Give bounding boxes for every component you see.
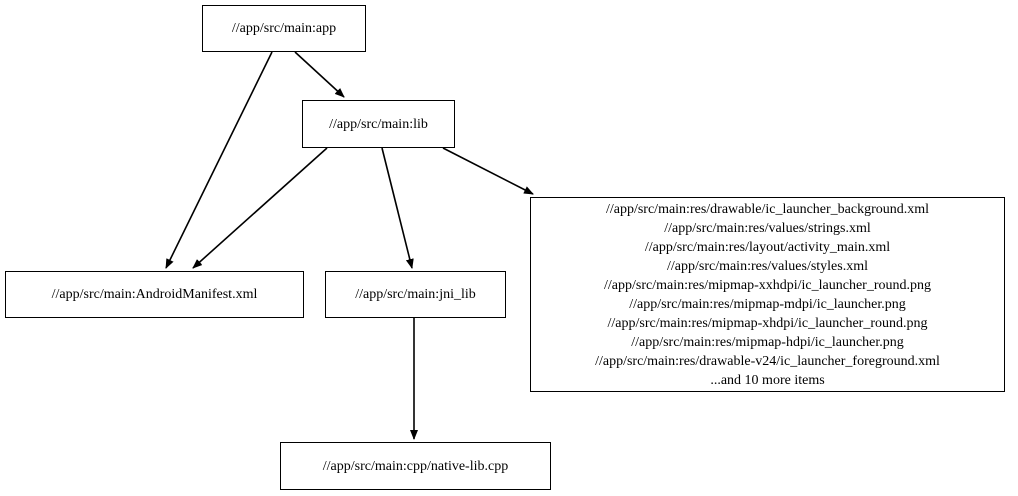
graph-node-native-lib[interactable]: //app/src/main:cpp/native-lib.cpp: [280, 442, 551, 490]
graph-node-res-group[interactable]: //app/src/main:res/drawable/ic_launcher_…: [530, 197, 1005, 392]
edge-lib-to-res-group: [442, 147, 534, 195]
graph-node-android-manifest[interactable]: //app/src/main:AndroidManifest.xml: [5, 271, 304, 318]
graph-node-res-group-label: //app/src/main:res/drawable/ic_launcher_…: [595, 201, 940, 388]
edge-app-to-manifest: [165, 51, 273, 269]
graph-node-jni-lib-label: //app/src/main:jni_lib: [355, 287, 476, 302]
graph-node-native-lib-label: //app/src/main:cpp/native-lib.cpp: [322, 458, 509, 474]
edge-lib-to-manifest: [192, 147, 328, 269]
graph-node-lib[interactable]: //app/src/main:lib: [302, 100, 455, 148]
graph-node-lib-label: //app/src/main:lib: [329, 116, 428, 132]
graph-node-android-manifest-label: //app/src/main:AndroidManifest.xml: [51, 287, 258, 302]
edge-app-to-lib: [294, 51, 345, 98]
graph-node-app[interactable]: //app/src/main:app: [202, 5, 366, 52]
graph-node-app-label: //app/src/main:app: [231, 21, 337, 36]
graph-node-jni-lib[interactable]: //app/src/main:jni_lib: [325, 271, 506, 318]
edge-lib-to-jni-lib: [381, 147, 414, 269]
